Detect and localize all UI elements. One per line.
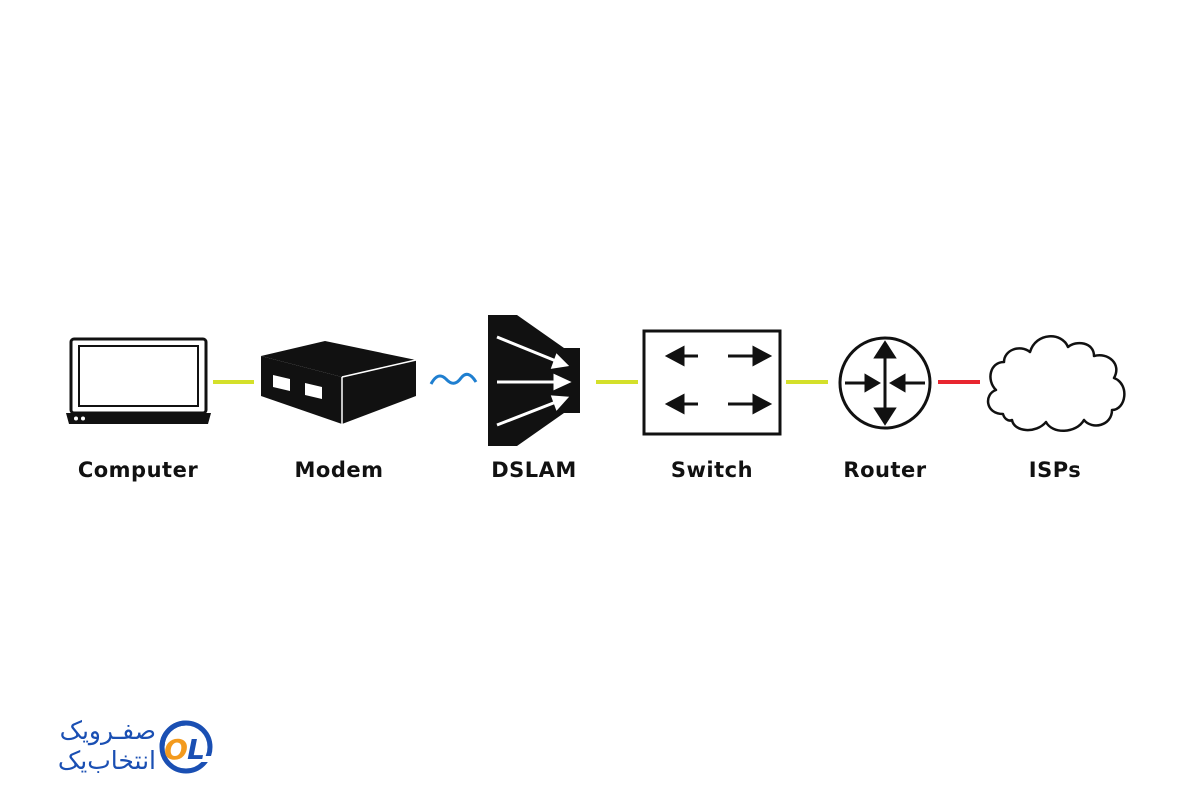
computer-label: Computer [77, 458, 199, 482]
isps-label: ISPs [1028, 458, 1082, 482]
laptop-icon [66, 337, 211, 424]
logo-text-line2: انتخاب‌یک [57, 746, 156, 775]
switch-label: Switch [670, 458, 754, 482]
dslam-icon [488, 315, 580, 446]
dslam-label: DSLAM [491, 458, 577, 482]
logo-emblem: O L [159, 720, 216, 774]
modem-box-icon [261, 341, 417, 424]
router-label: Router [843, 458, 927, 482]
cloud-icon [986, 335, 1126, 432]
logo-mark-o: O [164, 733, 188, 766]
logo-text-line1: صفـرویک [59, 716, 156, 745]
link-modem-dslam [429, 372, 478, 385]
switch-arrows-icon [642, 329, 782, 436]
router-circle-icon [838, 336, 932, 430]
modem-label: Modem [294, 458, 384, 482]
logo-mark-l: L [187, 733, 205, 766]
